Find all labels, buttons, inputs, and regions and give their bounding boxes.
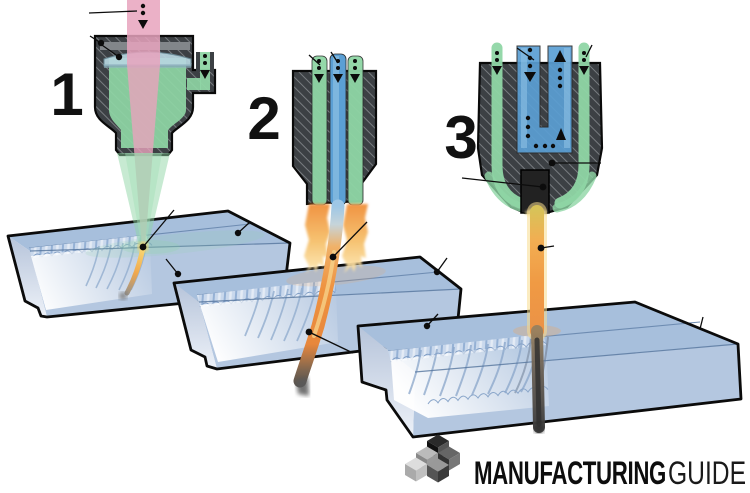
top-front-edge-line [29, 242, 291, 252]
callout-leaders [88, 10, 704, 354]
workpiece-left-face [8, 236, 47, 317]
oxygen-channel-highlight [333, 56, 339, 203]
manufacturing-guide-logo: MANUFACTURING GUIDE [405, 434, 746, 491]
flow-arrow-icon [200, 54, 210, 79]
leader-line [142, 209, 175, 248]
step-number-2: 2 [247, 85, 280, 152]
leader-line [540, 245, 555, 249]
brand-name-bold: MANUFACTURING [474, 455, 666, 491]
leader-line [436, 257, 448, 273]
kerf-striation-texture [388, 334, 546, 362]
leader-line [237, 221, 251, 234]
leader-line [88, 10, 138, 14]
workpiece-outline [356, 300, 743, 439]
shield-gas-nozzle-lining [552, 171, 597, 213]
leader-line [516, 47, 535, 61]
cut-face-glow [200, 290, 338, 362]
water-channel-highlight [564, 48, 570, 148]
leader-line [699, 316, 704, 330]
workpiece-outline [6, 209, 292, 319]
flow-arrow-up-icon [554, 50, 566, 89]
gas-inlet-wall [210, 52, 214, 72]
leader-line [426, 313, 439, 327]
workpiece-outline [172, 255, 463, 371]
jet-hot-core [312, 250, 336, 338]
plasma-cutting-torch [476, 42, 604, 433]
leader-line [165, 258, 179, 275]
workpiece-3 [356, 300, 743, 439]
leader-line [308, 54, 321, 66]
step-number-3: 3 [444, 104, 477, 171]
callout-dot [97, 39, 105, 47]
gas-inlet-wall [196, 52, 200, 72]
gas-inlet-elbow [187, 78, 201, 90]
leader-line [330, 51, 339, 64]
preheat-flame [304, 204, 330, 273]
brand-name-light: GUIDE [668, 455, 746, 491]
flow-arrow-icon [333, 59, 343, 83]
workpiece-1 [6, 209, 292, 319]
flow-arrow-icon [579, 51, 589, 75]
flow-arrow-icon [138, 3, 148, 29]
flow-arrow-icon [314, 59, 324, 83]
laser-beam-column [127, 0, 160, 65]
step-number-1: 1 [50, 61, 83, 128]
water-loop-arrow-icon [525, 115, 566, 149]
flow-arrow-icon [350, 59, 360, 83]
top-front-edge-line [414, 343, 739, 373]
cut-face-glow [391, 342, 549, 418]
shield-gas-nozzle-lining [484, 171, 529, 213]
jet-exit-spatter [534, 423, 544, 433]
leader-line [308, 331, 354, 354]
oxyfuel-cutting-torch [291, 53, 378, 396]
workpiece-2 [172, 255, 463, 371]
assist-gas-cone [117, 153, 170, 250]
gas-spill-glow [85, 230, 265, 258]
preheat-flame [342, 204, 368, 273]
kerf-shadow [534, 337, 542, 427]
workpiece-left-face [358, 326, 415, 437]
flame-heat-glow [286, 265, 386, 287]
gas-spill-glow-inner [120, 240, 180, 254]
scallop-edge [427, 386, 549, 405]
leader-line [585, 44, 593, 58]
leader-line [461, 177, 544, 188]
spatter [119, 292, 127, 300]
assist-gas-cone-inner [125, 153, 162, 249]
leader-line [332, 221, 368, 258]
molten-ejecta [124, 244, 146, 296]
slag-tail [296, 377, 309, 396]
workpiece-left-face [174, 283, 217, 369]
laser-cutting-head [85, 0, 265, 300]
isometric-cubes-logo-icon [405, 434, 460, 483]
flow-arrow-icon [492, 51, 502, 75]
leader-line [98, 42, 120, 58]
water-channel-highlight [521, 48, 527, 148]
callout-dot [115, 53, 123, 61]
